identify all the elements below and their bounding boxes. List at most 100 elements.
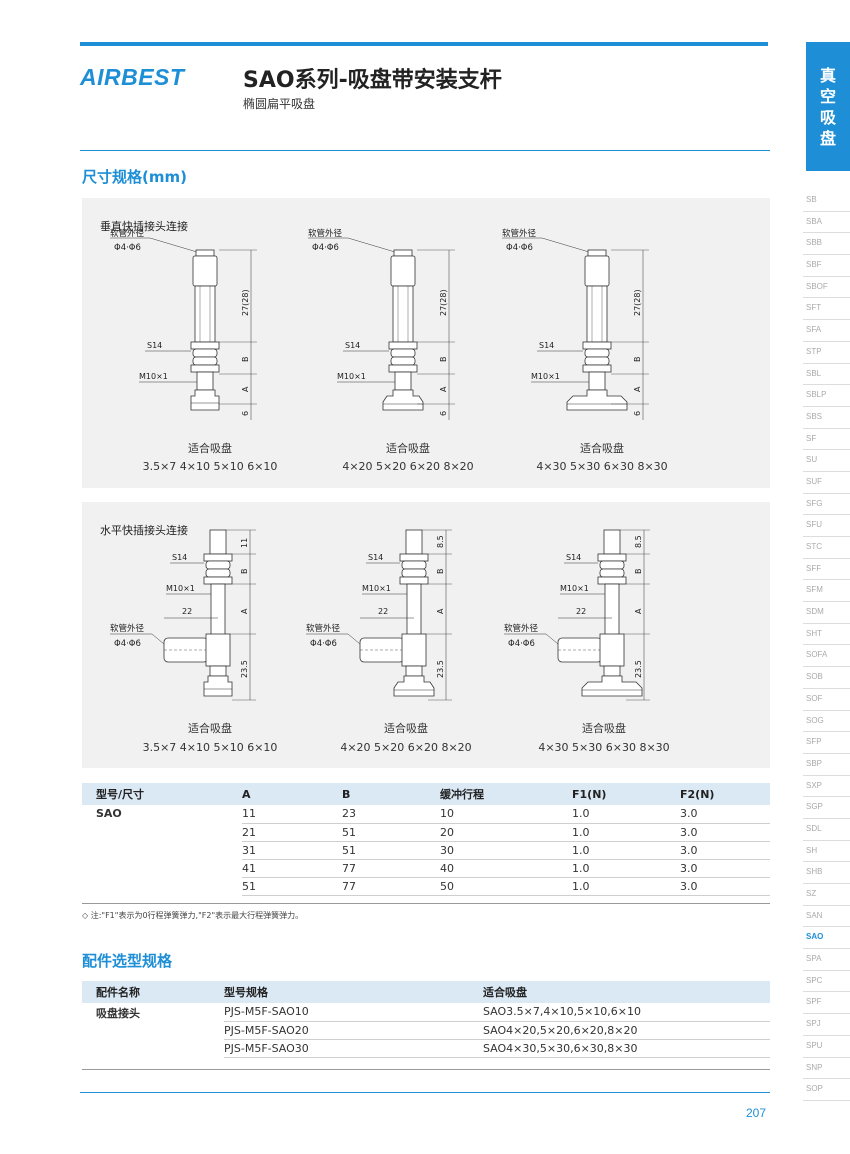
suitable-cup-label: 适合吸盘 — [188, 442, 232, 455]
series-index-item[interactable]: SBA — [803, 212, 850, 234]
series-index-item[interactable]: SZ — [803, 884, 850, 906]
series-index-item[interactable]: SAN — [803, 906, 850, 928]
series-index-item[interactable]: SAO — [803, 927, 850, 950]
hex-label: S14 — [566, 553, 581, 562]
horizontal-figure: S14 M10×1 22 软管外径 Φ4·Φ6 8.5 B A 23.5 适合吸… — [306, 526, 506, 754]
series-index-item[interactable]: SBB — [803, 233, 850, 256]
dim-total: 27(28) — [439, 289, 448, 316]
series-index-item[interactable]: SBS — [803, 407, 850, 429]
series-index-item[interactable]: SFT — [803, 298, 850, 321]
series-index-item[interactable]: SF — [803, 429, 850, 451]
spec-table-end-rule — [82, 903, 770, 904]
suitable-cup-sizes: 4×30 5×30 6×30 8×30 — [538, 741, 670, 754]
dim-top: 8.5 — [634, 535, 643, 548]
dim-22: 22 — [378, 607, 388, 616]
series-index-item[interactable]: SFF — [803, 559, 850, 581]
series-index-item[interactable]: SDM — [803, 602, 850, 624]
table-cell: SAO4×20,5×20,6×20,8×20 — [483, 1021, 770, 1040]
table-cell: 3.0 — [680, 805, 770, 824]
dim-total: 27(28) — [633, 289, 642, 316]
series-index-item[interactable]: SDL — [803, 819, 850, 841]
horizontal-connection-panel: 水平快插接头连接 S14 M10×1 22 软管外径 Φ4·Φ6 11 B A — [82, 502, 770, 768]
series-index-item[interactable]: SBL — [803, 364, 850, 386]
series-index-item[interactable]: SOFA — [803, 645, 850, 668]
dim-235: 23.5 — [634, 660, 643, 678]
tube-od-label: 软管外径 — [504, 623, 539, 634]
table-cell: 31 — [242, 841, 342, 860]
series-index-item[interactable]: SNP — [803, 1058, 850, 1080]
accessory-table-header: 配件名称 型号规格 适合吸盘 — [82, 981, 770, 1003]
series-index-item[interactable]: SB — [803, 190, 850, 212]
series-index-item[interactable]: SBLP — [803, 385, 850, 407]
series-index-item[interactable]: SFU — [803, 515, 850, 537]
suitable-cup-label: 适合吸盘 — [582, 722, 626, 735]
series-index-item[interactable]: SFP — [803, 732, 850, 754]
table-cell: 1.0 — [572, 841, 680, 860]
horizontal-drawing: S14 M10×1 22 软管外径 Φ4·Φ6 11 B A 23.5 — [110, 529, 256, 701]
section-title-accessories: 配件选型规格 — [82, 952, 173, 970]
spec-model-spacer — [82, 841, 242, 859]
thread-label: M10×1 — [362, 584, 391, 593]
spec-header-a: A — [242, 783, 342, 805]
category-tab[interactable]: 真 空 吸 盘 — [806, 42, 850, 171]
hex-label: S14 — [539, 341, 554, 350]
dim-a: A — [240, 608, 249, 614]
series-index-item[interactable]: SOF — [803, 689, 850, 711]
vertical-connection-panel: 垂直快插接头连接 软管外径 Φ4·Φ6 S14 M10×1 27(28) B A… — [82, 198, 770, 488]
series-index-item[interactable]: STC — [803, 537, 850, 559]
vertical-drawing: 软管外径 Φ4·Φ6 S14 M10×1 27(28) B A 6 — [308, 228, 455, 420]
series-index-item[interactable]: SPA — [803, 949, 850, 971]
series-index-item[interactable]: SU — [803, 450, 850, 472]
series-index-item[interactable]: SH — [803, 841, 850, 863]
series-index-item[interactable]: SPJ — [803, 1014, 850, 1036]
acc-header-name: 配件名称 — [82, 981, 224, 1003]
series-index-item[interactable]: SFM — [803, 580, 850, 603]
series-index-item[interactable]: STP — [803, 342, 850, 364]
series-index-item[interactable]: SPC — [803, 971, 850, 993]
spec-header-model: 型号/尺寸 — [82, 783, 242, 805]
table-cell: 77 — [342, 859, 440, 878]
series-index-item[interactable]: SHT — [803, 624, 850, 646]
series-index-item[interactable]: SBOF — [803, 277, 850, 299]
series-index-item[interactable]: SFA — [803, 320, 850, 342]
table-cell: 20 — [440, 823, 572, 842]
dim-235: 23.5 — [240, 660, 249, 678]
horizontal-figure: S14 M10×1 22 软管外径 Φ4·Φ6 8.5 B A 23.5 适合吸… — [504, 526, 704, 754]
series-index-item[interactable]: SHB — [803, 862, 850, 884]
category-tab-char: 空 — [819, 86, 836, 106]
series-index-item[interactable]: SPU — [803, 1036, 850, 1058]
horizontal-drawing: S14 M10×1 22 软管外径 Φ4·Φ6 8.5 B A 23.5 — [306, 529, 452, 701]
dim-b: B — [241, 357, 250, 363]
suitable-cup-sizes: 4×30 5×30 6×30 8×30 — [536, 460, 668, 473]
series-index-item[interactable]: SUF — [803, 472, 850, 494]
dim-a: A — [439, 386, 448, 392]
horizontal-drawing: S14 M10×1 22 软管外径 Φ4·Φ6 8.5 B A 23.5 — [504, 529, 650, 701]
series-index-item[interactable]: SGP — [803, 797, 850, 819]
series-index-item[interactable]: SOG — [803, 711, 850, 733]
spec-header-stroke: 缓冲行程 — [440, 783, 572, 805]
spec-model-cell: SAO — [96, 807, 122, 820]
series-index-item[interactable]: SXP — [803, 776, 850, 798]
header-rule — [80, 150, 770, 151]
page-subtitle: 椭圆扁平吸盘 — [243, 97, 316, 111]
section-title-dimensions: 尺寸规格(mm) — [82, 168, 187, 186]
series-index-item[interactable]: SFG — [803, 494, 850, 516]
thread-label: M10×1 — [139, 372, 168, 381]
table-cell: 3.0 — [680, 859, 770, 878]
series-index-item[interactable]: SBP — [803, 754, 850, 776]
series-index-item[interactable]: SOP — [803, 1079, 850, 1101]
series-index-item[interactable]: SPF — [803, 992, 850, 1015]
hex-label: S14 — [147, 341, 162, 350]
series-index-item[interactable]: SBF — [803, 255, 850, 277]
vertical-panel-label: 垂直快插接头连接 — [100, 220, 188, 233]
table-cell: 41 — [242, 859, 342, 878]
hex-label: S14 — [368, 553, 383, 562]
thread-label: M10×1 — [531, 372, 560, 381]
series-index-item[interactable]: SOB — [803, 667, 850, 689]
table-cell: 1.0 — [572, 823, 680, 842]
